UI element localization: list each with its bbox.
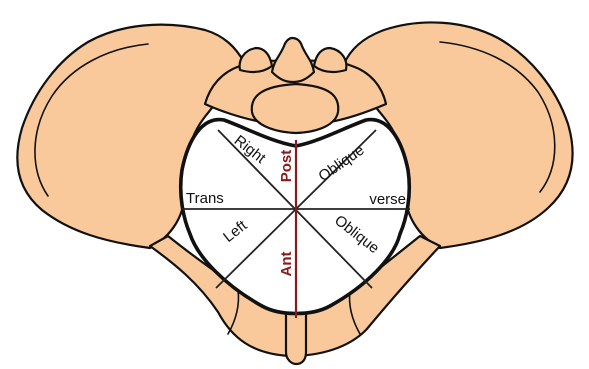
label-trans: Trans — [186, 190, 224, 207]
label-verse: verse — [369, 191, 406, 208]
left-articular-process — [240, 48, 272, 72]
label-post: Post — [278, 150, 295, 183]
label-ant: Ant — [278, 252, 295, 277]
sacral-promontory — [252, 84, 338, 133]
spinous-process — [272, 38, 314, 82]
pubic-symphysis — [286, 310, 306, 364]
right-articular-process — [314, 48, 346, 72]
